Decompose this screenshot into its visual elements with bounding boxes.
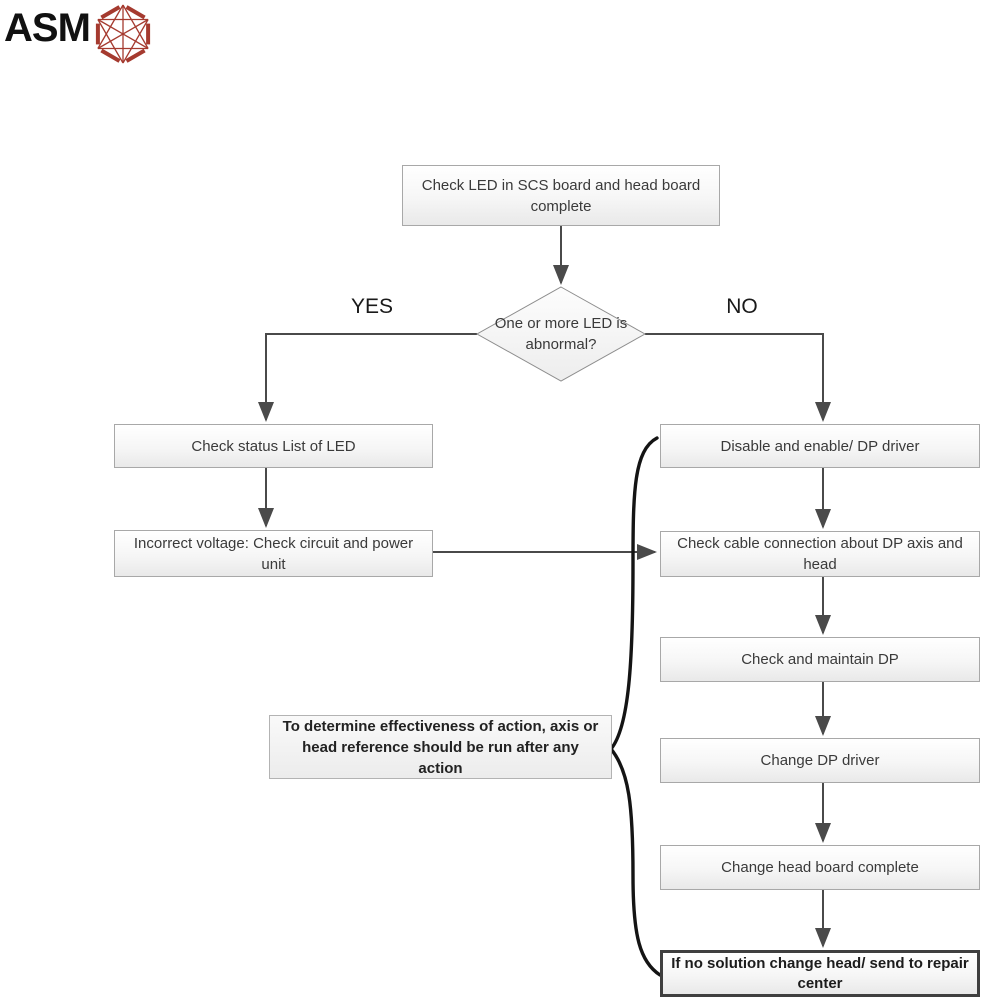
note-brace [608, 436, 662, 977]
flow-node-no-solution: If no solution change head/ send to repa… [660, 950, 980, 997]
asm-hexagon-icon [95, 4, 151, 64]
branch-label-yes: YES [350, 295, 394, 318]
flow-note-box: To determine effectiveness of action, ax… [269, 715, 612, 779]
connector-yes-branch [258, 333, 477, 422]
flow-node-check-status-led: Check status List of LED [114, 424, 433, 468]
flow-node-check-cable-connection: Check cable connection about DP axis and… [660, 531, 980, 577]
flow-node-change-head-board: Change head board complete [660, 845, 980, 890]
decision-diamond [475, 286, 647, 382]
branch-label-no: NO [726, 295, 758, 318]
connector-no-branch [645, 333, 831, 422]
flow-node-incorrect-voltage: Incorrect voltage: Check circuit and pow… [114, 530, 433, 577]
flow-node-start: Check LED in SCS board and head board co… [402, 165, 720, 226]
flow-node-change-dp-driver: Change DP driver [660, 738, 980, 783]
flow-node-check-maintain-dp: Check and maintain DP [660, 637, 980, 682]
asm-logo-text: ASM [4, 6, 91, 50]
decision-label: One or more LED is abnormal? [477, 287, 645, 381]
decision-text: One or more LED is abnormal? [494, 315, 628, 353]
flow-node-disable-enable-dp: Disable and enable/ DP driver [660, 424, 980, 468]
